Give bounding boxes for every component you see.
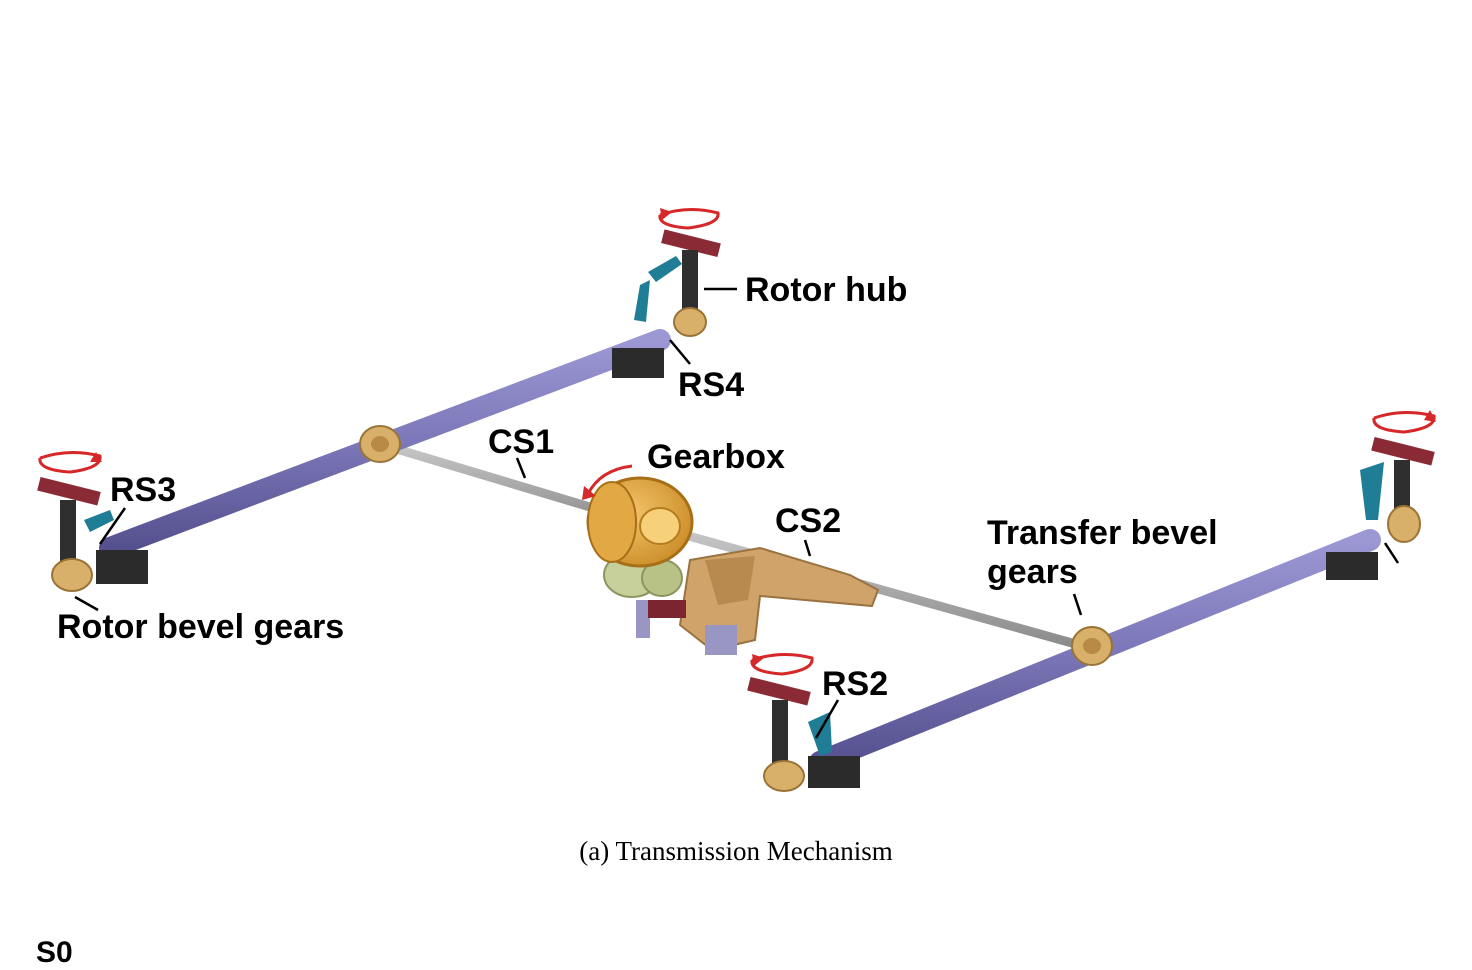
transfer-bevel-gear-right [1071, 626, 1113, 666]
label-rs2: RS2 [822, 665, 888, 703]
rotor-assembly-rs1 [1326, 410, 1436, 580]
leader-lines [74, 287, 1400, 739]
label-rotor-bevel-gears: Rotor bevel gears [57, 608, 344, 646]
label-rs3: RS3 [110, 471, 176, 509]
label-gearbox: Gearbox [647, 438, 785, 476]
rotor-assembly-rs3 [37, 451, 148, 592]
gearbox-rotation-arrow [582, 464, 633, 500]
label-transfer-bevel-line2: gears [987, 553, 1078, 591]
gearbox-gear [586, 476, 694, 568]
bottom-text-fragment: S0 [36, 936, 73, 969]
label-cs1: CS1 [488, 423, 554, 461]
transfer-bevel-gear-left [359, 425, 401, 463]
label-rs4: RS4 [678, 366, 744, 404]
gearbox-assembly [603, 546, 880, 655]
rotor-assembly-rs4 [612, 208, 721, 378]
figure-caption: (a) Transmission Mechanism [579, 836, 893, 866]
rotor-assembly-rs2 [747, 653, 860, 792]
label-rotor-hub: Rotor hub [745, 271, 907, 309]
label-transfer-bevel-line1: Transfer bevel [987, 514, 1218, 552]
label-cs2: CS2 [775, 502, 841, 540]
